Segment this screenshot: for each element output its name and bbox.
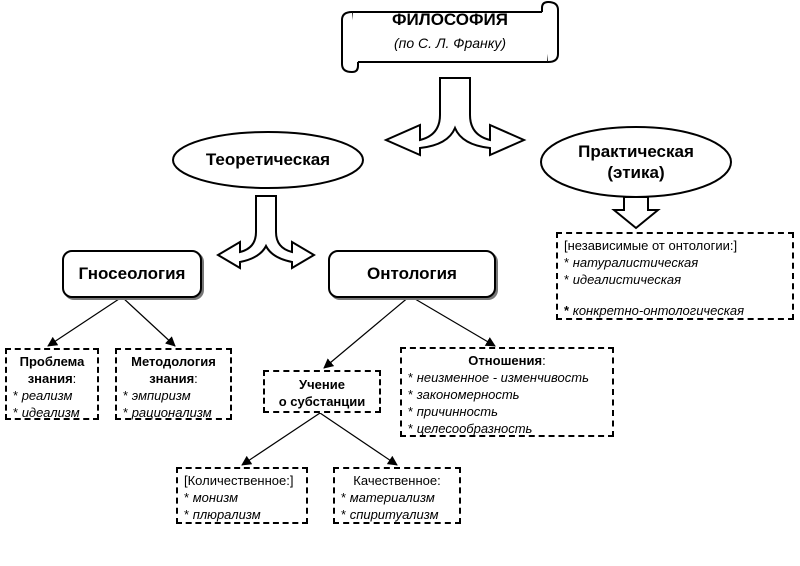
scroll-banner <box>341 0 559 74</box>
theoretical-label: Теоретическая <box>205 150 331 169</box>
bullet: * <box>123 405 129 420</box>
knowledge-problem-box: Проблема знания: * реализм * идеализм <box>5 348 99 420</box>
list-item: спиритуализм <box>349 507 439 522</box>
oval-practical <box>540 126 732 198</box>
gnoseology-label: Гносеология <box>78 264 186 283</box>
list-item: реализм <box>21 388 73 403</box>
list-item: плюрализм <box>192 507 261 522</box>
list-item: натуралистическая <box>572 255 699 270</box>
bullet: * <box>341 490 347 505</box>
methodology-heading-2: знания <box>149 371 195 386</box>
substance-line1: Учение <box>299 377 345 392</box>
list-item: целесообразность <box>416 421 533 436</box>
bullet: * <box>184 507 190 522</box>
knowledge-problem-heading-1: Проблема <box>19 354 85 369</box>
list-item: монизм <box>192 490 239 505</box>
ontology-box: Онтология <box>328 250 496 298</box>
methodology-box: Методология знания: * эмпиризм * рациона… <box>115 348 232 420</box>
split-arrow-top <box>383 77 527 157</box>
diagram-subtitle: (по С. Л. Франку) <box>394 35 506 51</box>
relations-heading: Отношения <box>468 353 543 368</box>
gnoseology-box: Гносеология <box>62 250 202 298</box>
knowledge-problem-colon: : <box>72 371 77 386</box>
bullet: * <box>408 404 414 419</box>
bullet: * <box>123 388 129 403</box>
ontology-label: Онтология <box>367 264 457 283</box>
down-arrow-practical <box>611 196 661 230</box>
list-item: рационализм <box>131 405 212 420</box>
methodology-colon: : <box>194 371 198 386</box>
ethics-heading: [независимые от онтологии:] <box>564 238 738 253</box>
quantitative-heading: [Количественное:] <box>184 473 294 488</box>
list-item: причинность <box>416 404 498 419</box>
list-item: эмпиризм <box>131 388 191 403</box>
bullet: * <box>13 405 19 420</box>
relations-box: Отношения: * неизменное - изменчивость *… <box>400 347 614 437</box>
bullet: * <box>564 255 570 270</box>
list-item: идеализм <box>21 405 80 420</box>
list-item: материализм <box>349 490 435 505</box>
bullet: * <box>408 421 414 436</box>
bullet: * <box>408 387 414 402</box>
bullet: * <box>341 507 347 522</box>
relations-colon: : <box>542 353 546 368</box>
knowledge-problem-heading-2: знания <box>27 371 73 386</box>
bullet: * <box>13 388 19 403</box>
list-item: неизменное - изменчивость <box>416 370 589 385</box>
list-item: идеалистическая <box>572 272 682 287</box>
ethics-box: [независимые от онтологии:] * натуралист… <box>556 232 794 320</box>
practical-label-line2: (этика) <box>607 163 665 182</box>
substance-box: Учение о субстанции <box>263 370 381 413</box>
split-arrow-middle <box>216 195 316 270</box>
bullet: * <box>408 370 414 385</box>
qualitative-heading: Качественное: <box>353 473 441 488</box>
methodology-heading-1: Методология <box>131 354 216 369</box>
bullet: * <box>564 303 570 318</box>
practical-label-line1: Практическая <box>578 142 694 161</box>
qualitative-box: Качественное: * материализм * спиритуали… <box>333 467 461 524</box>
oval-theoretical <box>172 131 364 189</box>
quantitative-box: [Количественное:] * монизм * плюрализм <box>176 467 308 524</box>
substance-line2: о субстанции <box>278 394 366 409</box>
bullet: * <box>184 490 190 505</box>
list-item: закономерность <box>416 387 520 402</box>
diagram-title: ФИЛОСОФИЯ <box>392 10 508 29</box>
list-item-bold: конкретно-онтологическая <box>572 303 745 318</box>
bullet: * <box>564 272 570 287</box>
